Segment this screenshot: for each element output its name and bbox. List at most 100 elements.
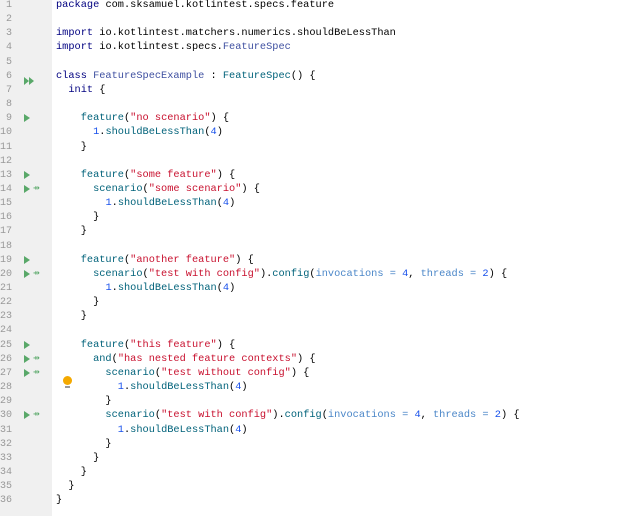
line-number: 7 (5, 84, 12, 96)
run-icon[interactable] (24, 340, 30, 349)
code-token: scenario (56, 366, 155, 379)
code-line[interactable]: import io.kotlintest.matchers.numerics.s… (56, 26, 396, 40)
code-line[interactable]: and("has nested feature contexts") { (56, 352, 316, 366)
code-line[interactable]: } (56, 140, 87, 154)
run-icon[interactable] (24, 269, 30, 278)
code-token: FeatureSpec (222, 41, 291, 54)
code-token: ) { (290, 366, 310, 379)
run-icon[interactable] (24, 170, 30, 179)
code-line[interactable]: scenario("test without config") { (56, 366, 309, 380)
code-token: "this feature" (130, 338, 217, 351)
code-token: ) { (297, 352, 316, 365)
code-token: ( (123, 112, 131, 125)
run-icon[interactable] (24, 255, 30, 264)
code-line[interactable]: scenario("test with config").config(invo… (56, 267, 507, 281)
line-number: 35 (0, 481, 13, 493)
code-line[interactable]: feature("this feature") { (56, 338, 236, 352)
code-token: ) (241, 423, 248, 436)
code-line[interactable]: 1.shouldBeLessThan(4) (56, 196, 235, 210)
line-number: 11 (0, 141, 13, 153)
code-token: threads = (432, 409, 495, 422)
code-token: { (99, 83, 106, 96)
code-line[interactable]: 1.shouldBeLessThan(4) (56, 380, 248, 394)
code-token: ( (123, 253, 131, 266)
run-test-icon[interactable]: ⇸ (33, 352, 40, 365)
code-token: 4 (414, 409, 421, 422)
code-token: config (284, 409, 322, 422)
code-token: } (56, 211, 100, 224)
code-line[interactable]: } (56, 465, 87, 479)
gutter-icons (0, 69, 52, 85)
code-line[interactable]: } (56, 451, 99, 465)
code-line[interactable]: } (56, 295, 99, 309)
code-token: ( (154, 366, 162, 379)
gutter-icons: ⇸ (0, 267, 52, 281)
run-test-icon[interactable]: ⇸ (33, 267, 40, 280)
gutter-icons: ⇸ (0, 182, 52, 196)
code-token: ) (241, 381, 248, 394)
line-number: 25 (0, 339, 13, 351)
gutter-icons (0, 168, 52, 182)
code-line[interactable]: import io.kotlintest.specs.FeatureSpec (56, 40, 291, 54)
line-number: 23 (0, 311, 13, 323)
code-line[interactable]: package com.sksamuel.kotlintest.specs.fe… (56, 0, 334, 12)
code-token: config (272, 267, 310, 280)
code-line[interactable]: } (56, 224, 87, 238)
line-number: 18 (0, 240, 13, 252)
code-token: ) { (235, 253, 254, 266)
code-line[interactable]: } (56, 493, 62, 507)
code-token: } (56, 494, 63, 507)
run-icon[interactable] (24, 411, 30, 420)
code-line[interactable]: init { (56, 83, 105, 97)
run-test-icon[interactable]: ⇸ (33, 366, 40, 379)
code-token: FeatureSpec (222, 69, 291, 82)
code-token: ( (123, 338, 131, 351)
code-line[interactable]: 1.shouldBeLessThan(4) (56, 281, 235, 295)
code-token: ) { (488, 267, 508, 280)
code-token: shouldBeLessThan (130, 423, 230, 436)
intention-bulb-icon[interactable] (63, 376, 72, 389)
code-line[interactable]: feature("another feature") { (56, 253, 254, 267)
code-line[interactable]: } (56, 210, 99, 224)
run-test-icon[interactable]: ⇸ (33, 409, 40, 422)
code-line[interactable]: } (56, 437, 111, 451)
code-token: scenario (56, 267, 143, 280)
code-line[interactable]: scenario("test with config").config(invo… (56, 408, 519, 422)
code-token: } (56, 140, 87, 153)
line-number: 22 (0, 297, 13, 309)
line-number: 30 (0, 410, 13, 422)
code-token: ( (142, 182, 149, 195)
run-icon[interactable] (24, 368, 30, 377)
code-token: , (408, 267, 421, 280)
code-token: : (204, 69, 223, 82)
run-all-icon[interactable] (24, 72, 36, 85)
gutter-icons: ⇸ (0, 408, 52, 422)
code-token: FeatureSpecExample (93, 69, 205, 82)
run-icon[interactable] (24, 354, 30, 363)
line-number: 14 (0, 183, 13, 195)
code-line[interactable]: feature("no scenario") { (56, 111, 229, 125)
run-test-icon[interactable]: ⇸ (33, 182, 40, 195)
code-token: com.sksamuel.kotlintest.specs.feature (105, 0, 335, 11)
code-line[interactable]: 1.shouldBeLessThan(4) (56, 423, 248, 437)
code-token: } (56, 480, 75, 493)
code-token: "another feature" (130, 253, 236, 266)
line-number: 32 (0, 438, 13, 450)
code-line[interactable]: } (56, 309, 87, 323)
code-line[interactable]: scenario("some scenario") { (56, 182, 260, 196)
line-number: 10 (0, 127, 13, 139)
code-token: shouldBeLessThan (117, 197, 217, 210)
gutter-icons (0, 111, 52, 125)
code-line[interactable]: } (56, 394, 111, 408)
run-icon[interactable] (24, 114, 30, 123)
code-token: ( (216, 197, 223, 210)
code-token: import (56, 27, 100, 40)
code-line[interactable]: } (56, 479, 75, 493)
line-number: 4 (5, 42, 12, 54)
code-line[interactable]: feature("some feature") { (56, 168, 236, 182)
run-icon[interactable] (24, 184, 30, 193)
code-line[interactable]: class FeatureSpecExample : FeatureSpec()… (56, 69, 316, 83)
code-line[interactable]: 1.shouldBeLessThan(4) (56, 125, 223, 139)
line-number: 5 (5, 56, 12, 68)
